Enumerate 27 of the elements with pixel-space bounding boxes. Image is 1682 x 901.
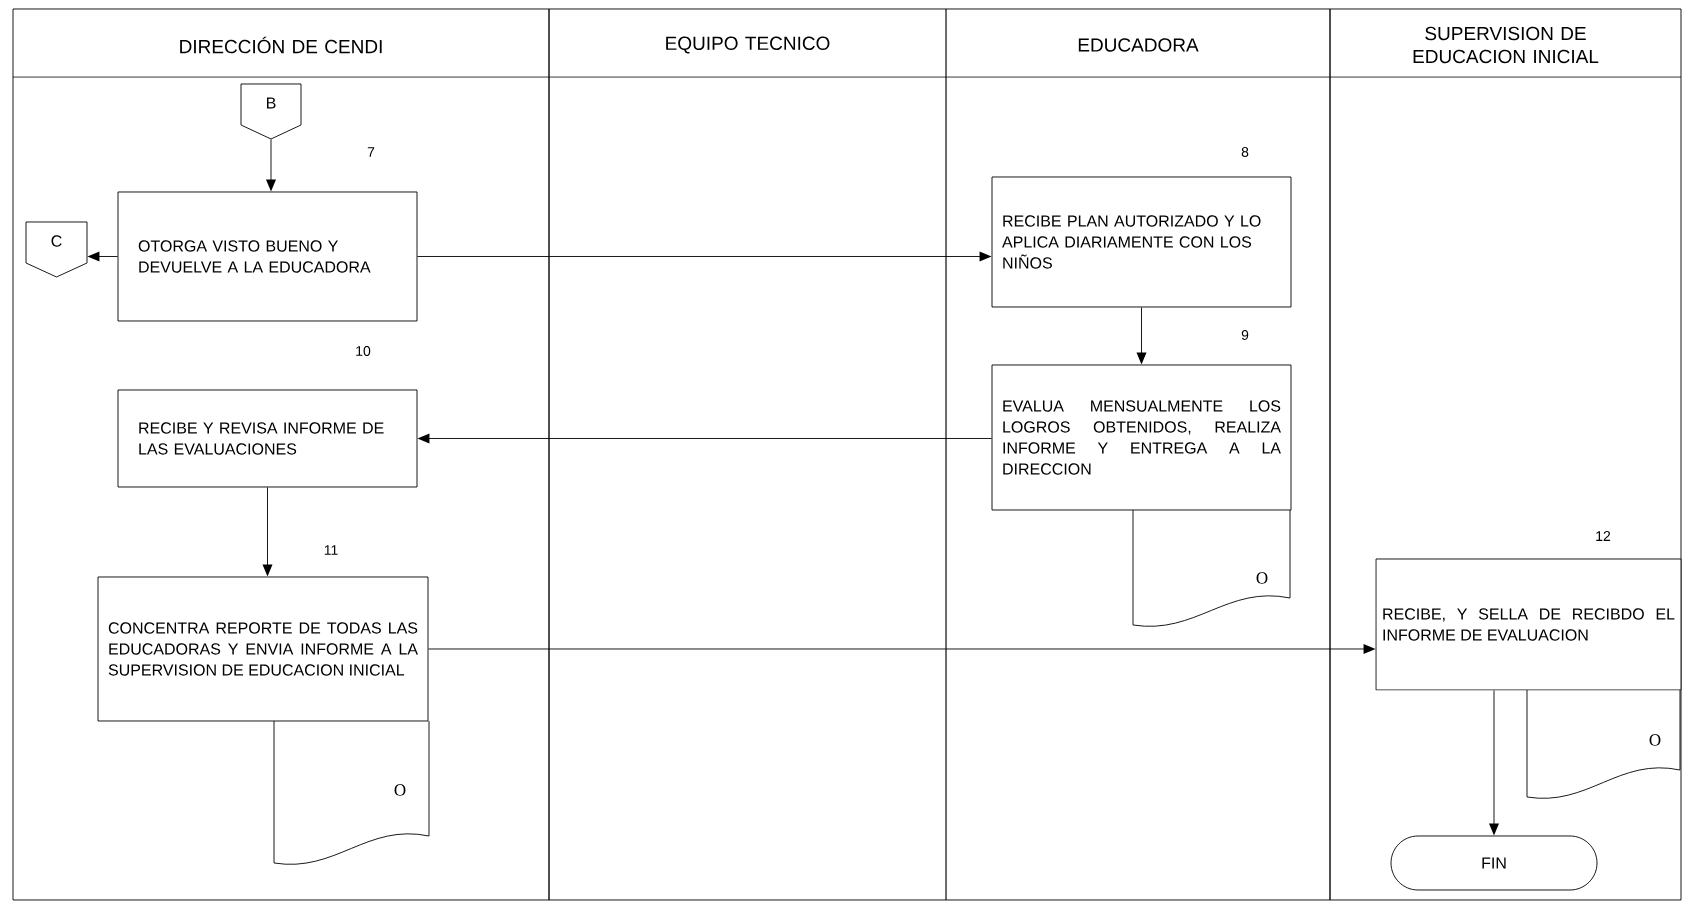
lane-header: EDUCADORA (1078, 38, 1199, 52)
arrow (417, 433, 992, 444)
off-page-connector: B (240, 83, 302, 140)
arrow (87, 251, 118, 262)
arrow (428, 644, 1376, 654)
process-box: RECIBE, Y SELLA DE RECIBDO EL INFORME DE EVALUACION (1375, 558, 1682, 691)
process-box: RECIBE Y REVISA INFORME DE LAS EVALUACIONES (117, 389, 418, 488)
step-number: 9 (1241, 330, 1249, 340)
process-box: CONCENTRA REPORTE DE TODAS LAS EDUCADORAS Y ENVIA INFORME A LA SUPERVISION DE EDUCACION INICIAL (97, 576, 429, 722)
step-number: 12 (1596, 531, 1611, 541)
process-box: OTORGA VISTO BUENO Y DEVUELVE A LA EDUCADORA (117, 191, 418, 322)
lane-header: SUPERVISION DE EDUCACION INICIAL (1413, 26, 1599, 64)
step-number: 8 (1241, 147, 1249, 157)
process-box: RECIBE PLAN AUTORIZADO Y LO APLICA DIARIAMENTE CON LOS NIÑOS (991, 176, 1292, 308)
step-number: 10 (356, 346, 371, 356)
lane-header: DIRECCIÓN DE CENDI (180, 36, 382, 54)
arrow (262, 487, 273, 577)
process-box: EVALUA MENSUALMENTE LOS LOGROS OBTENIDOS, REALIZA INFORME Y ENTREGA A LA DIRECCION (991, 364, 1292, 511)
step-number: 11 (324, 545, 338, 555)
arrow (1136, 307, 1147, 365)
lane-header: EQUIPO TECNICO (666, 36, 830, 54)
off-page-connector: C (25, 221, 88, 278)
terminator: FIN (1390, 835, 1598, 891)
arrow (417, 251, 992, 262)
arrow (266, 139, 276, 192)
step-number: 7 (367, 147, 375, 157)
arrow (1489, 690, 1499, 836)
